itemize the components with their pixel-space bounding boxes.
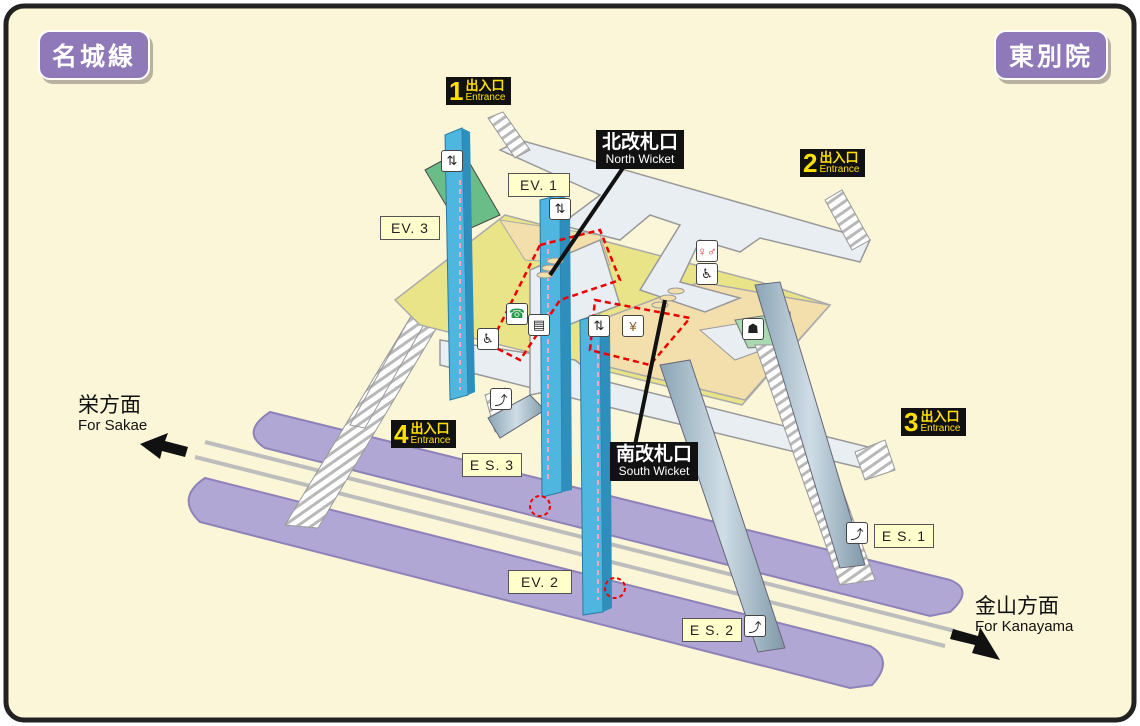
south-wicket-label[interactable]: 南改札口 South Wicket [610, 442, 699, 481]
arrow-left-icon [140, 433, 188, 459]
escalator-1 [754, 281, 866, 569]
arrow-right-icon [950, 627, 1000, 660]
escalator-2 [659, 359, 786, 653]
station-office-icon[interactable]: ☗ [742, 318, 764, 340]
escalator-1-label[interactable]: E S. 1 [874, 524, 934, 548]
escalator-icon[interactable]: ⤴ [744, 615, 766, 637]
south-gate-area [588, 298, 693, 367]
escalator-icon[interactable]: ⤴ [490, 388, 512, 410]
elevator-1-shaft [539, 194, 572, 498]
direction-sakae: 栄方面 For Sakae [78, 393, 148, 435]
accessible-toilet-icon[interactable]: ♿ [696, 263, 718, 285]
line-name-tag: 名城線 [38, 30, 150, 80]
elevator-icon[interactable]: ⇅ [441, 150, 463, 172]
stairs-entrance-2 [824, 189, 871, 251]
stairs-entrance-1 [487, 111, 531, 159]
toilet-icon[interactable]: ♀♂ [696, 240, 718, 262]
elevator-3-label[interactable]: EV. 3 [380, 216, 440, 240]
escalator-icon[interactable]: ⤴ [846, 522, 868, 544]
station-name-tag: 東別院 [994, 30, 1108, 80]
north-wicket-pointer [548, 163, 627, 277]
elevator-2-exit-marker [604, 577, 626, 599]
ticket-machine-icon[interactable]: ▤ [528, 314, 550, 336]
north-wicket-label[interactable]: 北改札口 North Wicket [596, 130, 685, 169]
phone-icon[interactable]: ☎ [506, 303, 528, 325]
elevator-icon[interactable]: ⇅ [549, 198, 571, 220]
elevator-icon[interactable]: ⇅ [588, 315, 610, 337]
elevator-1-label[interactable]: EV. 1 [508, 173, 570, 197]
elevator-2-label[interactable]: EV. 2 [508, 570, 572, 594]
direction-kanayama: 金山方面 For Kanayama [975, 594, 1074, 636]
escalator-3-label[interactable]: E S. 3 [462, 453, 522, 477]
escalator-2-label[interactable]: E S. 2 [682, 618, 742, 642]
elevator-2-shaft [579, 314, 612, 616]
south-wicket-pointer [633, 299, 667, 446]
elevator-3-shaft [444, 127, 475, 401]
elevator-1-exit-marker [529, 495, 551, 517]
fare-adjust-icon[interactable]: ¥ [622, 315, 644, 337]
stairs-entrance-3 [854, 439, 896, 481]
wheelchair-ramp-icon[interactable]: ♿ [477, 328, 499, 350]
